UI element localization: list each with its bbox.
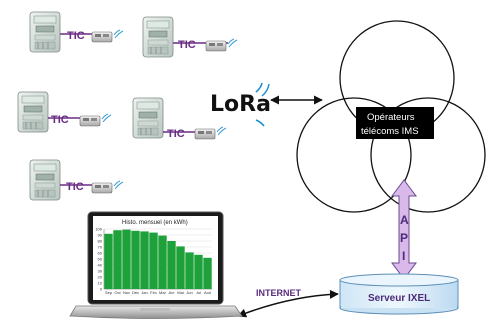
chart-bar (140, 231, 149, 289)
chart-x-tick-label: Nov (123, 290, 130, 295)
server-label: Serveur IXEL (368, 293, 430, 304)
chart-grid (103, 228, 212, 290)
lora-transmitter-icon (205, 38, 238, 52)
chart-bar (185, 252, 194, 289)
chart-x-tick-label: Fév (150, 290, 157, 295)
chart-bar (122, 229, 131, 289)
telecom-label-line2: télécoms IMS (361, 126, 419, 137)
tic-label: TIC (51, 114, 69, 126)
internet-label: INTERNET (256, 288, 302, 298)
tic-label: TIC (167, 128, 185, 140)
chart-bars (104, 229, 212, 289)
api-letter-i: I (402, 249, 405, 263)
meter-unit-1: TIC (29, 11, 124, 53)
telecom-cloud-venn: Opérateurs télécoms IMS (296, 20, 486, 213)
chart-x-tick-label: Mar (159, 290, 167, 295)
electric-meter-icon (29, 11, 61, 53)
signal-waves-icon (255, 82, 263, 93)
chart-x-tick-label: Mai (177, 290, 184, 295)
chart-y-tick-label: 100 (95, 226, 102, 231)
chart-x-tick-label: Jul (196, 290, 201, 295)
chart-y-tick-label: 50 (98, 256, 103, 261)
chart-x-tick-label: Sep (105, 290, 113, 295)
chart-title: Histo. mensuel (en kWh) (122, 220, 188, 226)
chart-x-tick-label: Jan (141, 290, 147, 295)
chart-x-tick-label: Déc (132, 290, 139, 295)
chart-y-tick-label: 80 (98, 238, 103, 243)
tic-label: TIC (67, 30, 85, 42)
chart-y-tick-label: 10 (98, 280, 103, 285)
lora-logo-text: LoRa (210, 92, 271, 117)
lora-transmitter-icon (194, 126, 227, 140)
venn-circle-right (370, 97, 486, 213)
chart-axes (103, 229, 212, 290)
chart-bar (113, 230, 122, 289)
lora-logo: LoRa (210, 82, 271, 127)
api-letter-a: A (400, 213, 409, 227)
chart-x-tick-label: Avr (169, 290, 176, 295)
chart-bar (203, 257, 212, 289)
chart-y-tick-label: 90 (98, 232, 103, 237)
chart-bar (131, 230, 140, 289)
electric-meter-icon (142, 16, 174, 58)
telecom-label-line1: Opérateurs (367, 112, 415, 123)
tic-label: TIC (66, 181, 84, 193)
chart-bar (176, 246, 185, 289)
lora-transmitter-icon (91, 180, 124, 194)
venn-circle-left (296, 97, 412, 213)
laptop-keyboard-base (69, 305, 243, 319)
chart-bar (149, 232, 158, 289)
electric-meter-icon (132, 97, 164, 139)
chart-y-tick-label: 30 (98, 268, 103, 273)
chart-y-tick-label: 0 (100, 286, 103, 291)
database-icon (339, 273, 459, 287)
electric-meter-icon (29, 159, 61, 201)
chart-y-tick-label: 20 (98, 274, 103, 279)
meter-unit-2: TIC (142, 16, 238, 58)
lora-transmitter-icon (79, 113, 112, 127)
server-database: Serveur IXEL (339, 273, 459, 315)
tic-label: TIC (178, 39, 196, 51)
lora-transmitter-icon (91, 29, 124, 43)
meter-unit-4: TIC (132, 97, 227, 140)
api-arrow: A P I (391, 179, 417, 280)
chart-x-tick-label: Jun (186, 290, 192, 295)
chart-bar (158, 235, 167, 289)
chart-bar (194, 254, 203, 289)
chart-x-tick-label: Aoû (204, 290, 211, 295)
chart-bar (104, 233, 113, 289)
chart-bar (167, 241, 176, 289)
chart-y-tick-label: 40 (98, 262, 103, 267)
chart-x-tick-label: Oct (114, 290, 121, 295)
consumption-chart: Histo. mensuel (en kWh) 0102030405060708… (95, 220, 212, 295)
api-letter-p: P (400, 231, 408, 245)
internet-link-arrow (237, 289, 339, 318)
meter-unit-5: TIC (29, 159, 124, 201)
telecom-label-box (356, 107, 434, 139)
electric-meter-icon (17, 91, 49, 133)
chart-y-tick-label: 70 (98, 244, 103, 249)
chart-y-tick-label: 60 (98, 250, 103, 255)
meter-unit-3: TIC (17, 91, 112, 133)
